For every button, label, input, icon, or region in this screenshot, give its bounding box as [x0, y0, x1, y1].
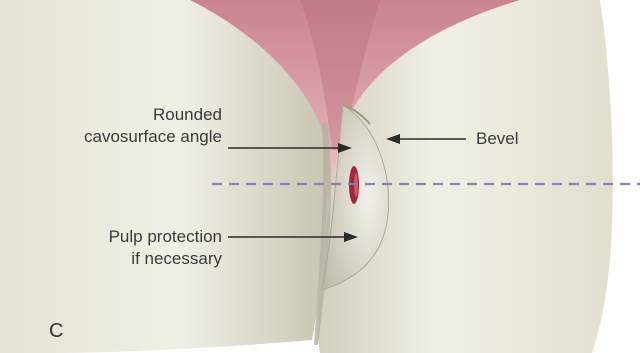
- pulp-protection-line-2: if necessary: [109, 248, 222, 270]
- panel-letter: C: [49, 320, 63, 342]
- pulp-protection-line-1: Pulp protection: [109, 226, 222, 248]
- rounded-cavosurface-line-2: cavosurface angle: [84, 126, 222, 148]
- rounded-cavosurface-label: Rounded cavosurface angle: [84, 104, 222, 148]
- bevel-label: Bevel: [476, 128, 519, 150]
- rounded-cavosurface-line-1: Rounded: [84, 104, 222, 126]
- pulp-protection-label: Pulp protection if necessary: [109, 226, 222, 270]
